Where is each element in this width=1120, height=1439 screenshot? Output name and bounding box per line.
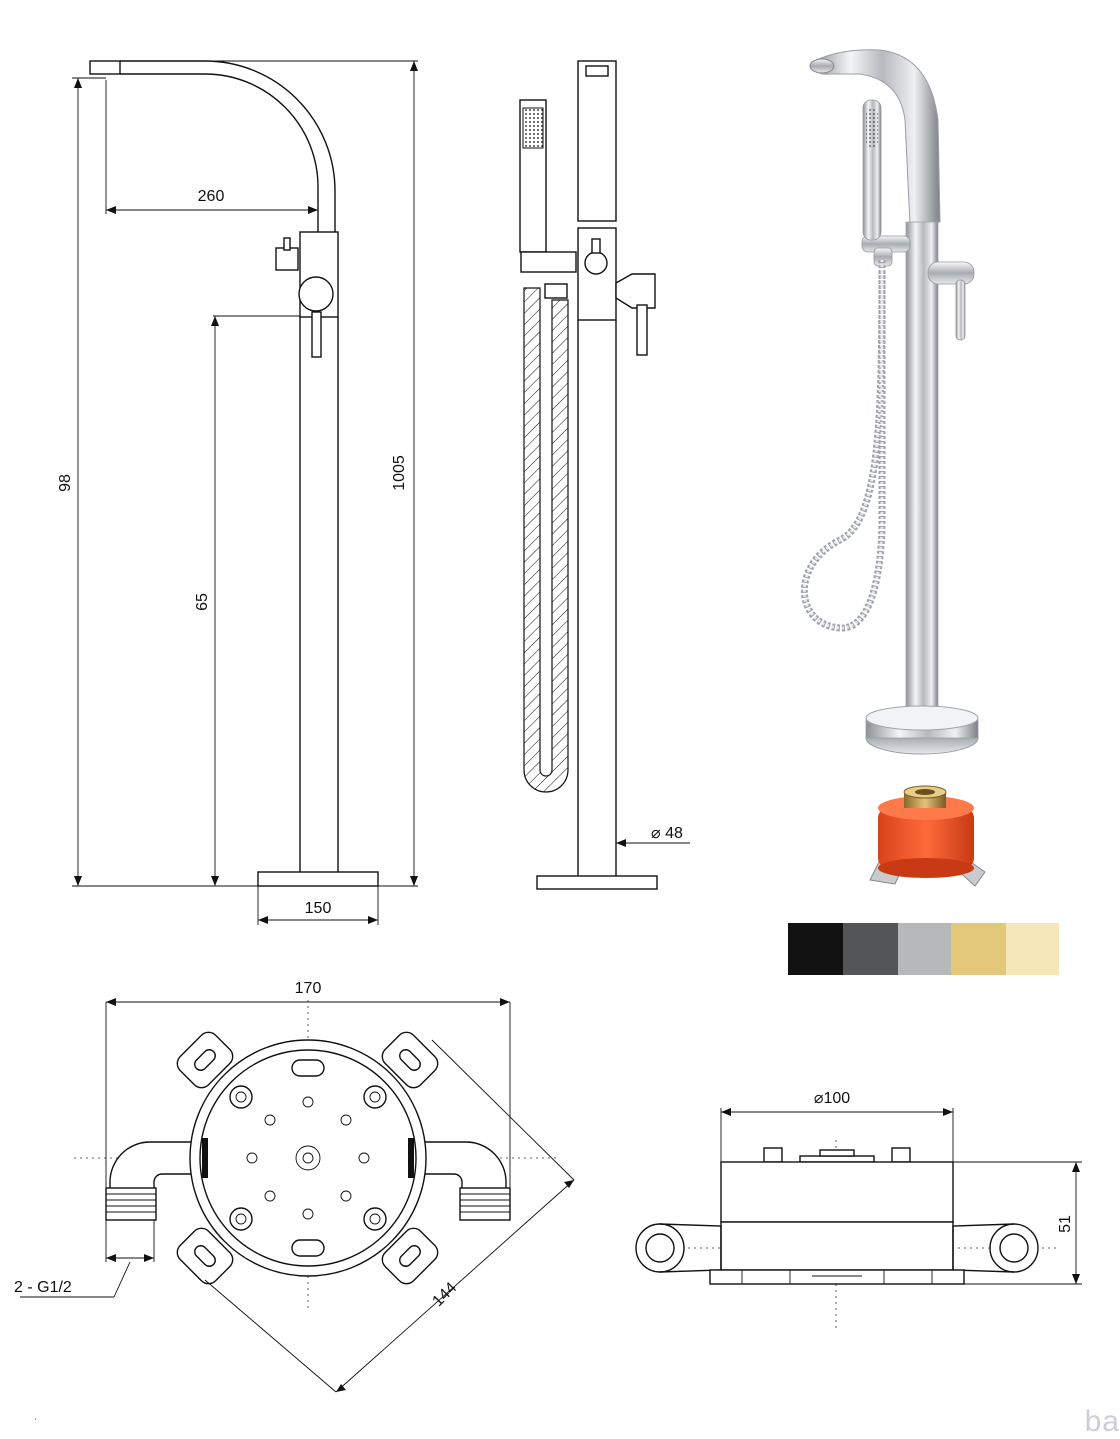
dim-pipe-diameter: ⌀ 48	[651, 825, 683, 842]
side-column-top	[577, 60, 617, 222]
shower-hose	[523, 287, 569, 793]
swatch-champagne[interactable]	[1006, 923, 1059, 975]
corner-mark: ˈ	[34, 1418, 38, 1429]
product-photo	[800, 49, 979, 755]
dim-total-height-left: 98	[57, 474, 74, 492]
swatch-gunmetal[interactable]	[843, 923, 898, 975]
dim-lever-height: 65	[194, 593, 211, 611]
side-lever-handle	[636, 304, 648, 356]
front-view: 98 260 65 1005 150	[57, 60, 418, 925]
mounting-box-photo	[869, 785, 986, 887]
lever-hub	[298, 276, 334, 312]
box-top-view: 170 144 2 - G1/2	[14, 980, 575, 1393]
box-side-body	[720, 1161, 954, 1223]
dim-connections: 2 - G1/2	[14, 1279, 72, 1296]
dim-total-height-right: 1005	[391, 455, 408, 491]
side-base	[536, 875, 658, 890]
brand-logo: ba	[1084, 1405, 1120, 1438]
dim-base-width: 150	[305, 900, 332, 917]
spout-inner	[120, 73, 319, 232]
box-side-view: ⌀100 51	[635, 1090, 1082, 1330]
spout-outlet	[89, 60, 121, 75]
front-base	[257, 871, 379, 887]
swatch-black[interactable]	[788, 923, 843, 975]
spout-outer	[120, 60, 336, 232]
dim-box-side-diameter: ⌀100	[814, 1090, 850, 1107]
swatch-brushed-gold[interactable]	[951, 923, 1006, 975]
side-lever-block	[615, 273, 656, 309]
finish-swatches	[788, 923, 1059, 975]
side-view: ⌀ 48	[519, 60, 690, 890]
diverter-knob	[275, 247, 299, 271]
shower-holder	[520, 251, 577, 273]
dim-spout-reach: 260	[198, 188, 225, 205]
swatch-chrome[interactable]	[898, 923, 951, 975]
lever-handle	[311, 311, 322, 358]
dim-box-width: 170	[295, 980, 322, 997]
dim-box-diagonal: 144	[429, 1279, 460, 1310]
dim-box-side-height: 51	[1057, 1215, 1074, 1233]
